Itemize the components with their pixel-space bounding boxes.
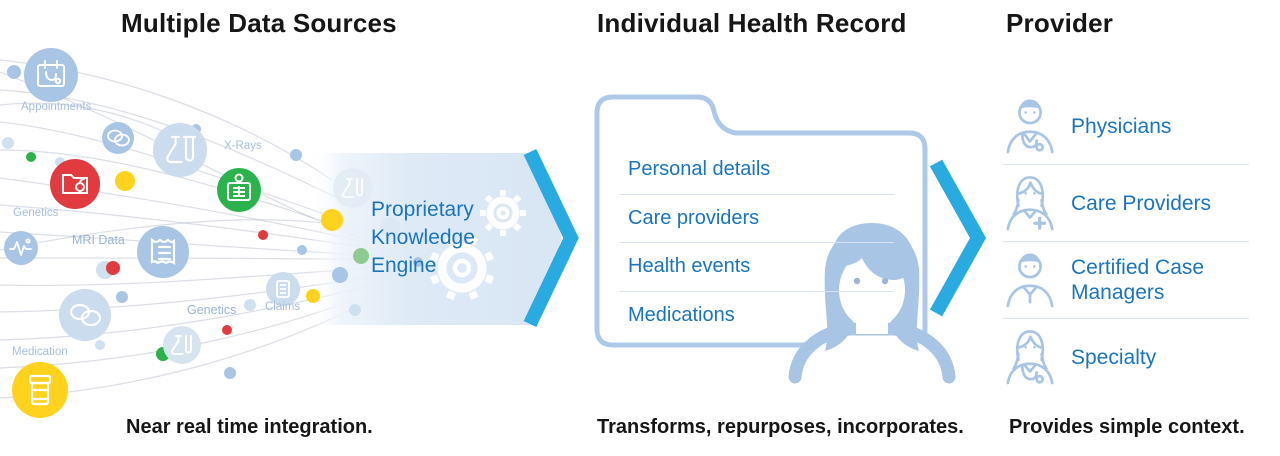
label-xrays: X-Rays: [224, 140, 262, 152]
sources-caption: Near real time integration.: [126, 416, 373, 438]
pill-bottle-icon: [28, 374, 52, 406]
flask-icon: [171, 335, 192, 355]
engine-label-line2: Knowledge: [371, 226, 475, 249]
provider-label-specialty: Specialty: [1071, 345, 1157, 369]
heartbeat-icon: [9, 238, 32, 256]
label-claims: Claims: [265, 301, 301, 313]
record-item-health-events: Health events: [620, 243, 894, 292]
provider-row-specialty: Specialty: [1003, 318, 1249, 395]
record-title: Individual Health Record: [597, 8, 907, 38]
claim-doc-icon: [276, 280, 290, 298]
record-item-care-providers: Care providers: [620, 195, 894, 243]
person-icon: [788, 223, 956, 384]
xray-node: [217, 168, 261, 212]
physician-icon: [1006, 99, 1054, 154]
chat-bubbles-icon: [69, 303, 102, 327]
record-item-personal-details: Personal details: [620, 146, 894, 195]
folder-apple-icon: [62, 174, 88, 194]
calendar-stethoscope-icon: [37, 60, 65, 87]
label-genetics-lower: Genetics: [187, 303, 237, 317]
xray-badge-icon: [227, 173, 251, 201]
document-icon: [150, 237, 176, 266]
provider-row-care-providers: Care Providers: [1003, 164, 1249, 241]
provider-row-physicians: Physicians: [1003, 88, 1249, 164]
record-caption: Transforms, repurposes, incorporates.: [597, 416, 964, 438]
medication-node: [12, 362, 68, 418]
label-genetics-upper: Genetics: [13, 207, 59, 219]
label-mri-data: MRI Data: [72, 233, 125, 247]
label-medication: Medication: [12, 346, 68, 358]
engine-label-line3: Engine: [371, 254, 437, 277]
label-appointments: Appointments: [21, 101, 92, 113]
provider-label-case-managers: Certified Case Managers: [1071, 256, 1205, 304]
provider-row-case-managers: Certified Case Managers: [1003, 241, 1249, 318]
records-node: [50, 159, 100, 209]
provider-label-care-providers: Care Providers: [1071, 191, 1212, 215]
care-provider-icon: [1006, 176, 1054, 231]
engine-label-line1: Proprietary: [371, 198, 474, 221]
claims-node: [266, 272, 300, 306]
chevron-right-icon-1: [523, 148, 579, 328]
flask-icon: [166, 135, 197, 164]
engine-label: Proprietary Knowledge Engine: [371, 196, 475, 280]
health-record-list: Personal details Care providers Health e…: [620, 146, 894, 339]
ecg-node: [4, 231, 38, 265]
chat-node: [102, 122, 134, 154]
gear-icon-large: [429, 235, 495, 301]
chat-bubbles-icon: [107, 129, 130, 147]
gear-icon-small: [480, 190, 526, 236]
case-manager-icon: [1006, 253, 1054, 308]
provider-title: Provider: [1006, 8, 1114, 38]
specialty-icon: [1006, 330, 1054, 385]
appointments-node: [24, 48, 78, 102]
chat-node-2: [59, 289, 111, 341]
provider-label-physicians: Physicians: [1071, 114, 1172, 138]
lab-node: [153, 123, 207, 177]
sources-title: Multiple Data Sources: [121, 8, 397, 38]
provider-caption: Provides simple context.: [1009, 416, 1245, 438]
mri-node: [137, 226, 189, 278]
engine-band-point: [534, 155, 562, 321]
lab-node-2: [163, 326, 201, 364]
record-item-medications: Medications: [628, 303, 735, 326]
provider-list: Physicians Care Providers: [1003, 88, 1249, 395]
band-flask-node: [333, 168, 373, 208]
chevron-right-icon-2: [929, 159, 987, 317]
